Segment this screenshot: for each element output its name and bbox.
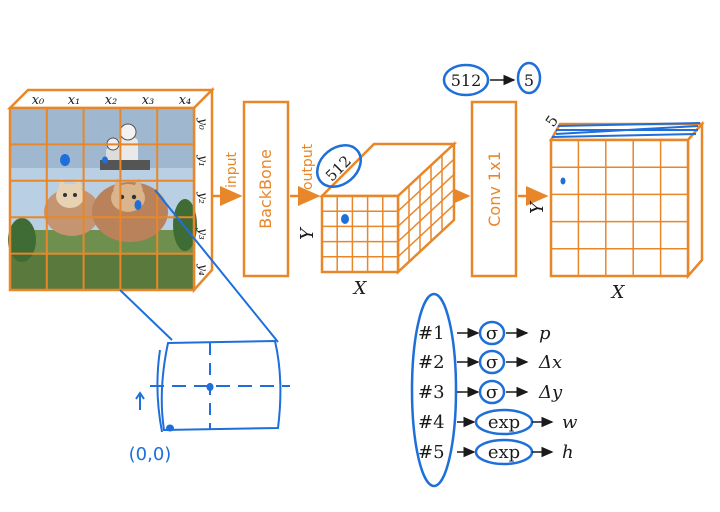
feature-depth-circle bbox=[316, 144, 362, 188]
to-channels-label: 5 bbox=[524, 71, 534, 90]
row-2-out: Δx bbox=[538, 352, 562, 373]
image-front-border bbox=[8, 106, 196, 292]
backbone-label: BackBone bbox=[256, 149, 275, 229]
ids-bracket-circle bbox=[410, 292, 458, 488]
origin-label: (0,0) bbox=[129, 444, 172, 465]
conv-box: Conv 1x1 bbox=[470, 100, 518, 278]
output-front-face bbox=[549, 138, 690, 278]
zoom-cell-outline bbox=[160, 339, 282, 432]
x-label-2: x₂ bbox=[105, 93, 118, 108]
y-label-0: y₀ bbox=[196, 117, 210, 130]
mapping-row-5: #5 exp h bbox=[418, 438, 574, 466]
row-5-out: h bbox=[562, 442, 574, 463]
row-1-fn-circle bbox=[478, 320, 506, 346]
pen-dot-center bbox=[102, 156, 108, 164]
mapping-row-2: #2 σ Δx bbox=[418, 349, 562, 375]
pen-dot-left bbox=[60, 154, 70, 166]
row-5-fn: exp bbox=[488, 442, 520, 463]
row-2-fn-circle bbox=[478, 349, 506, 375]
output-cell-mark bbox=[560, 177, 566, 185]
row-4-id: #4 bbox=[418, 412, 445, 433]
output-grid bbox=[551, 140, 688, 276]
mapping-row-4: #4 exp w bbox=[418, 408, 578, 436]
output-volume: 5 X Y bbox=[527, 112, 705, 303]
y-label-1: y₁ bbox=[196, 154, 210, 167]
row-2-fn: σ bbox=[486, 352, 498, 373]
row-5-id: #5 bbox=[418, 442, 445, 463]
output-y-label: Y bbox=[527, 200, 548, 214]
mapping-row-3: #3 σ Δy bbox=[418, 379, 563, 405]
cat-face-left bbox=[56, 184, 84, 208]
zoom-line-top bbox=[154, 189, 279, 343]
row-3-fn: σ bbox=[486, 382, 498, 403]
row-2-id: #2 bbox=[418, 352, 445, 373]
input-photo bbox=[8, 108, 197, 290]
pen-dot-right bbox=[134, 200, 142, 210]
to-channels-circle bbox=[516, 61, 542, 95]
image-grid-lines bbox=[10, 108, 194, 290]
y-label-2: y₂ bbox=[196, 191, 210, 204]
conv-label: Conv 1x1 bbox=[485, 151, 504, 226]
feature-x-label: X bbox=[352, 278, 368, 299]
input-image-block: x₀ x₁ x₂ x₃ x₄ y₀ y₁ y₂ y₃ y₄ bbox=[6, 86, 216, 294]
output-label: output bbox=[300, 143, 316, 190]
x-label-0: x₀ bbox=[32, 93, 45, 108]
feature-front-face bbox=[320, 194, 400, 274]
feature-y-label: Y bbox=[297, 226, 318, 240]
backbone-box: BackBone bbox=[242, 100, 290, 278]
from-channels-label: 512 bbox=[451, 71, 482, 90]
feature-cell-mark bbox=[341, 214, 349, 224]
y-label-4: y₄ bbox=[196, 263, 210, 276]
zoom-line-bottom bbox=[119, 289, 173, 341]
mapping-list: #1 σ p #2 σ Δx #3 σ Δy #4 exp bbox=[410, 292, 578, 488]
feature-volume: 512 X Y bbox=[297, 141, 458, 299]
x-label-1: x₁ bbox=[68, 93, 81, 108]
row-4-out: w bbox=[562, 412, 578, 433]
row-3-fn-circle bbox=[478, 379, 506, 405]
ball-right bbox=[92, 182, 168, 242]
from-channels-circle bbox=[442, 63, 490, 97]
x-label-4: x₄ bbox=[179, 93, 192, 108]
mapping-row-1: #1 σ p bbox=[418, 320, 551, 346]
image-annotations bbox=[60, 154, 279, 343]
row-1-out: p bbox=[539, 323, 551, 344]
channel-change-note: 512 5 bbox=[442, 61, 542, 97]
origin-dot bbox=[166, 424, 174, 432]
row-4-fn: exp bbox=[488, 412, 520, 433]
x-label-3: x₃ bbox=[142, 93, 155, 108]
output-side-face bbox=[686, 120, 704, 280]
feature-grid bbox=[322, 155, 455, 272]
row-1-id: #1 bbox=[418, 323, 445, 344]
output-x-label: X bbox=[610, 282, 626, 303]
row-3-out: Δy bbox=[538, 382, 563, 403]
input-label: input bbox=[224, 151, 240, 188]
output-top-scribbles bbox=[551, 122, 701, 138]
row-3-id: #3 bbox=[418, 382, 445, 403]
y-label-3: y₃ bbox=[196, 227, 210, 240]
row-1-fn: σ bbox=[486, 323, 498, 344]
zoom-cell-center-dot bbox=[206, 383, 214, 391]
